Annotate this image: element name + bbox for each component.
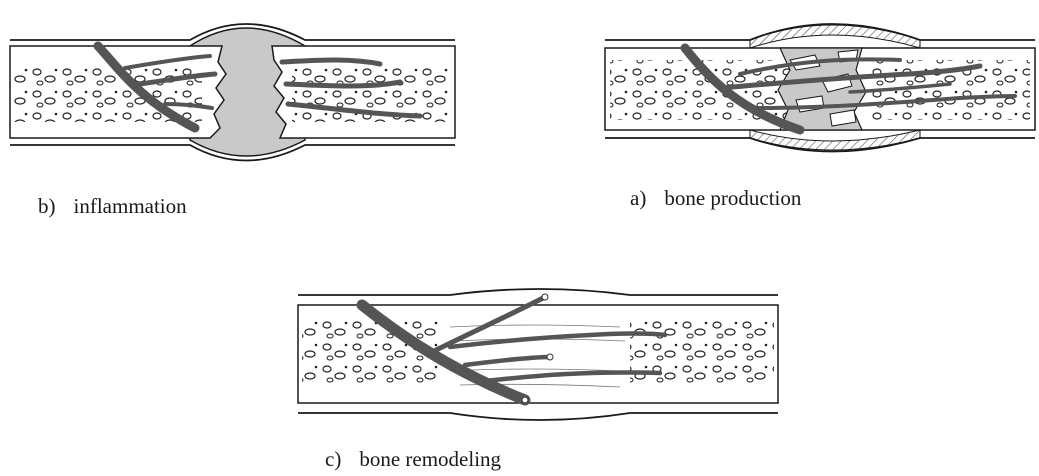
bone-remodeling-illustration (290, 275, 790, 437)
outer-contour-bottom (298, 413, 778, 420)
panel-bone-remodeling (290, 275, 790, 437)
caption-label: inflammation (74, 194, 187, 219)
panel-inflammation (0, 0, 460, 175)
outer-contour-top (298, 289, 778, 295)
caption-bone-remodeling: c) bone remodeling (325, 447, 501, 472)
bone-production-illustration (600, 0, 1039, 165)
caption-label: bone remodeling (359, 447, 501, 472)
caption-bone-production: a) bone production (630, 186, 801, 211)
caption-inflammation: b) inflammation (38, 194, 187, 219)
callus-top (750, 25, 920, 48)
caption-label: bone production (664, 186, 801, 211)
caption-marker: c) (325, 447, 341, 472)
caption-marker: a) (630, 186, 646, 211)
caption-marker: b) (38, 194, 56, 219)
inflammation-illustration (0, 0, 460, 175)
callus-bottom (750, 130, 920, 150)
panel-bone-production (600, 0, 1039, 165)
